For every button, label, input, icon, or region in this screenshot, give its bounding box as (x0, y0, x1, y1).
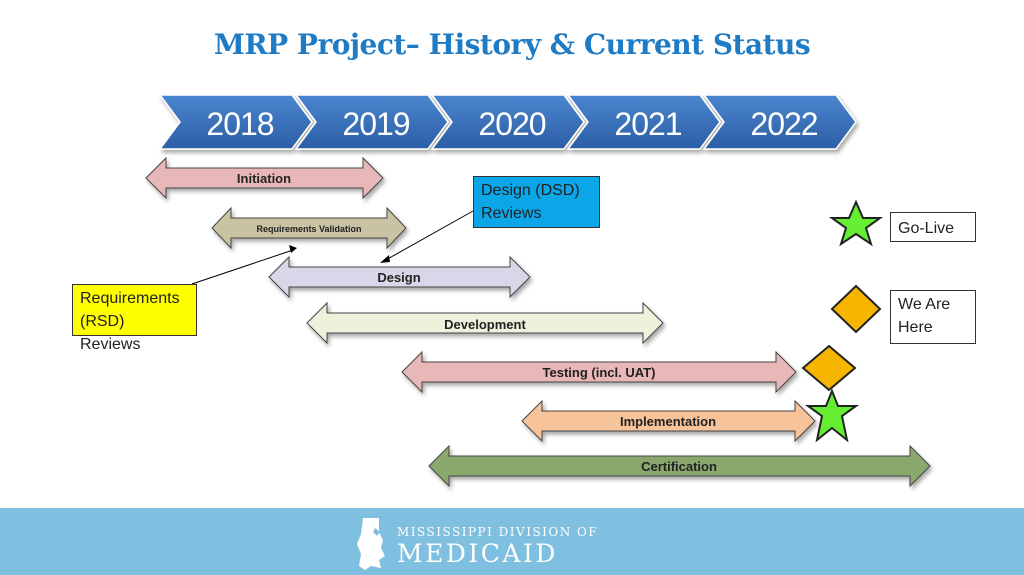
year-chevrons: 2018 2019 2020 2021 2022 (158, 94, 857, 150)
milestone-symbols (801, 199, 884, 443)
phase-arrow-development: Development (306, 301, 664, 345)
year-chevron-2019: 2019 (294, 94, 449, 150)
we-are-here-marker-diamond-icon (801, 344, 857, 392)
logo-org-line1: MISSISSIPPI DIVISION OF (397, 525, 599, 539)
year-label-2019: 2019 (342, 106, 409, 142)
connector-design-reviews (383, 210, 474, 262)
go-live-callout: Go-Live (890, 212, 976, 242)
go-live-marker-star-icon (804, 388, 860, 443)
phase-arrows: Initiation Requirements Validation Desig… (145, 156, 931, 488)
phase-label-testing: Testing (incl. UAT) (543, 365, 656, 380)
phase-label-implementation: Implementation (620, 414, 716, 429)
medicaid-logo: MISSISSIPPI DIVISION OF MEDICAID (345, 512, 597, 572)
requirements-reviews-callout: Requirements (RSD) Reviews (72, 284, 197, 353)
design-reviews-callout: Design (DSD) Reviews (473, 176, 600, 228)
year-chevron-2018: 2018 (158, 94, 313, 150)
we-are-here-callout: We Are Here (890, 290, 976, 344)
connector-requirements-reviews (191, 249, 294, 285)
phase-arrow-implementation: Implementation (521, 399, 816, 443)
mississippi-state-icon (357, 518, 385, 570)
arrowhead-requirements-reviews (289, 245, 297, 253)
we-are-here-legend-diamond-icon (830, 284, 882, 334)
phase-arrow-certification: Certification (428, 444, 931, 488)
arrowhead-design-reviews (380, 255, 390, 263)
year-chevron-2021: 2021 (566, 94, 721, 150)
year-chevron-2022: 2022 (702, 94, 857, 150)
phase-label-requirements-validation: Requirements Validation (256, 224, 361, 234)
year-label-2022: 2022 (750, 106, 817, 142)
year-label-2021: 2021 (614, 106, 681, 142)
phase-label-design: Design (377, 270, 420, 285)
callout-connectors (191, 210, 474, 285)
phase-label-certification: Certification (641, 459, 717, 474)
phase-arrow-requirements-validation: Requirements Validation (211, 206, 407, 250)
go-live-legend-star-icon (828, 199, 884, 247)
logo-org-line2: MEDICAID (397, 539, 558, 568)
phase-arrow-initiation: Initiation (145, 156, 384, 200)
year-label-2020: 2020 (478, 106, 545, 142)
phase-label-initiation: Initiation (237, 171, 291, 186)
page-title: MRP Project– History & Current Status (213, 28, 811, 61)
phase-arrow-testing: Testing (incl. UAT) (401, 350, 797, 394)
footer-bar (0, 508, 1024, 575)
phase-arrow-design: Design (268, 255, 531, 299)
phase-label-development: Development (444, 317, 526, 332)
year-chevron-2020: 2020 (430, 94, 585, 150)
year-label-2018: 2018 (206, 106, 273, 142)
